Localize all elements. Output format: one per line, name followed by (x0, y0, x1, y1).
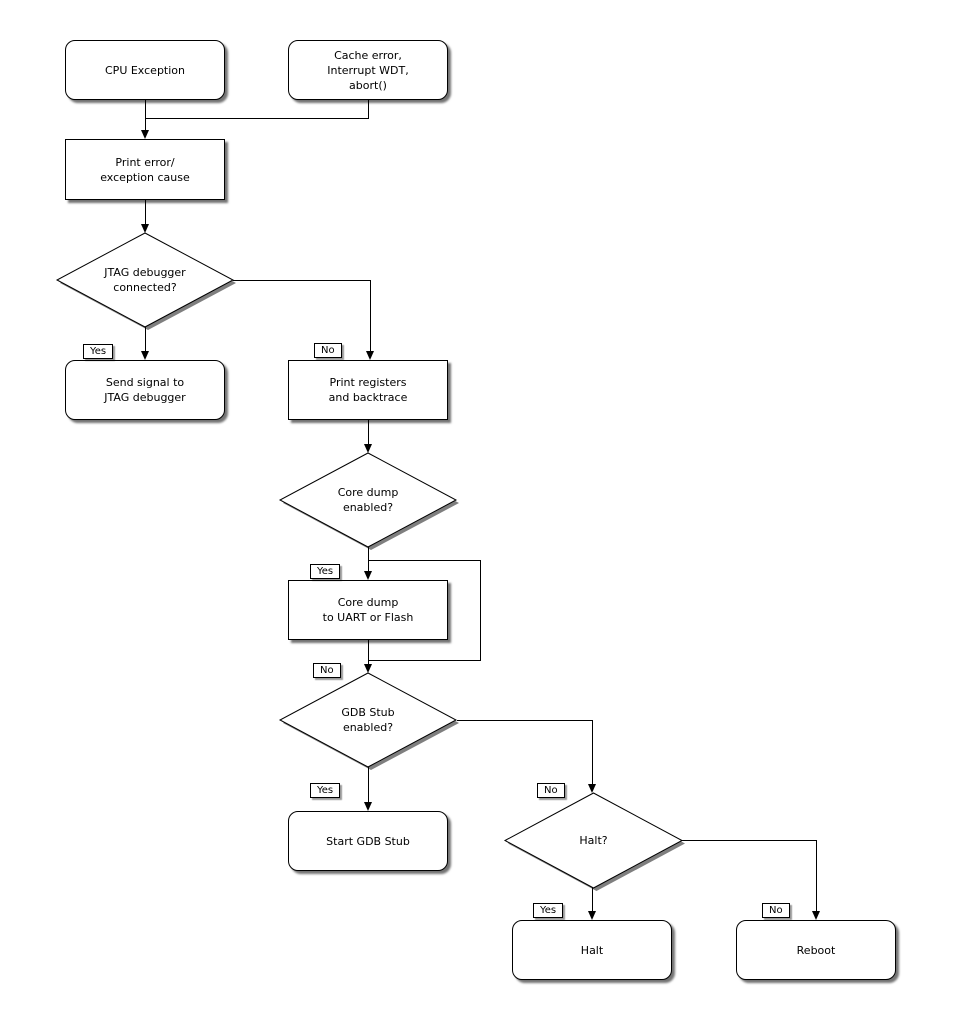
node-jtag-connected-label: JTAG debugger connected? (104, 266, 186, 294)
node-print-error: Print error/ exception cause (65, 139, 225, 200)
edge-merge-horizontal (145, 118, 369, 119)
edge-label-gdb-no: No (537, 783, 565, 798)
edge-coredump-to-gdb (368, 640, 369, 664)
edge-halt-no-vertical (816, 840, 817, 911)
node-cpu-exception: CPU Exception (65, 40, 225, 100)
edge-halt-no-horizontal (682, 840, 817, 841)
edge-gdb-no-vertical (592, 720, 593, 784)
arrowhead-into-coredump-box (364, 571, 372, 580)
edge-label-halt-yes: Yes (533, 903, 564, 918)
edge-gdb-no-horizontal (457, 720, 593, 721)
diamond-shape-halt (503, 792, 685, 891)
node-halt: Halt (512, 920, 672, 980)
edge-halt-yes-line (592, 888, 593, 911)
arrowhead-into-start-gdb-stub (364, 802, 372, 811)
arrowhead-into-jtag-diamond (141, 224, 149, 233)
node-cpu-exception-label: CPU Exception (105, 63, 185, 77)
edge-label-coredump-no: No (313, 663, 341, 678)
edge-label-jtag-no: No (314, 343, 342, 358)
edge-jtag-no-vertical (370, 280, 371, 351)
arrowhead-into-gdb-diamond (364, 664, 372, 673)
arrowhead-into-print-registers (366, 351, 374, 360)
node-print-error-label: Print error/ exception cause (100, 155, 190, 184)
arrowhead-into-coredump-diamond (364, 444, 372, 453)
edge-cache-error-down (368, 100, 369, 118)
node-start-gdb-stub: Start GDB Stub (288, 811, 448, 871)
edge-registers-to-coredump (368, 420, 369, 444)
node-core-dump-enabled-label: Core dump enabled? (337, 486, 399, 514)
node-start-gdb-stub-label: Start GDB Stub (326, 834, 410, 848)
edge-label-jtag-yes: Yes (83, 344, 114, 359)
edge-print-error-to-jtag (145, 200, 146, 224)
edge-jtag-no-horizontal (233, 280, 371, 281)
arrowhead-into-send-signal (141, 351, 149, 360)
node-gdb-stub-enabled: GDB Stub enabled? (278, 672, 459, 770)
node-print-registers-label: Print registers and backtrace (328, 376, 408, 404)
edge-coredump-no-bottom (368, 660, 481, 661)
edge-gdb-yes-line (368, 767, 369, 802)
edge-coredump-no-top (368, 560, 481, 561)
edge-coredump-yes-line (368, 547, 369, 571)
arrowhead-into-halt-diamond (588, 784, 596, 793)
diamond-shape-jtag (55, 232, 236, 330)
node-print-registers: Print registers and backtrace (288, 360, 448, 420)
node-jtag-connected: JTAG debugger connected? (55, 232, 236, 330)
node-core-dump-enabled: Core dump enabled? (278, 452, 459, 550)
node-reboot-label: Reboot (796, 943, 836, 957)
edge-label-coredump-yes: Yes (310, 564, 341, 579)
node-core-dump-label: Core dump to UART or Flash (322, 596, 414, 624)
node-send-signal-label: Send signal to JTAG debugger (104, 376, 186, 404)
node-reboot: Reboot (736, 920, 896, 980)
edge-label-gdb-yes: Yes (310, 783, 341, 798)
node-cache-error-label: Cache error, Interrupt WDT, abort() (327, 48, 409, 92)
edge-label-halt-no: No (762, 903, 790, 918)
edge-coredump-no-right (480, 560, 481, 661)
arrowhead-into-print-error (141, 130, 149, 139)
node-cache-error: Cache error, Interrupt WDT, abort() (288, 40, 448, 100)
node-gdb-stub-enabled-label: GDB Stub enabled? (341, 706, 395, 734)
node-halt-question: Halt? (503, 792, 685, 891)
edge-cpu-exception-down (145, 100, 146, 130)
node-send-signal: Send signal to JTAG debugger (65, 360, 225, 420)
node-halt-question-label: Halt? (579, 834, 608, 847)
node-core-dump: Core dump to UART or Flash (288, 580, 448, 640)
node-halt-label: Halt (580, 943, 604, 957)
arrowhead-into-halt (588, 911, 596, 920)
diamond-shape-gdb (278, 672, 459, 770)
diamond-shape-coredump (278, 452, 459, 550)
arrowhead-into-reboot (812, 911, 820, 920)
edge-jtag-yes-line (145, 327, 146, 351)
